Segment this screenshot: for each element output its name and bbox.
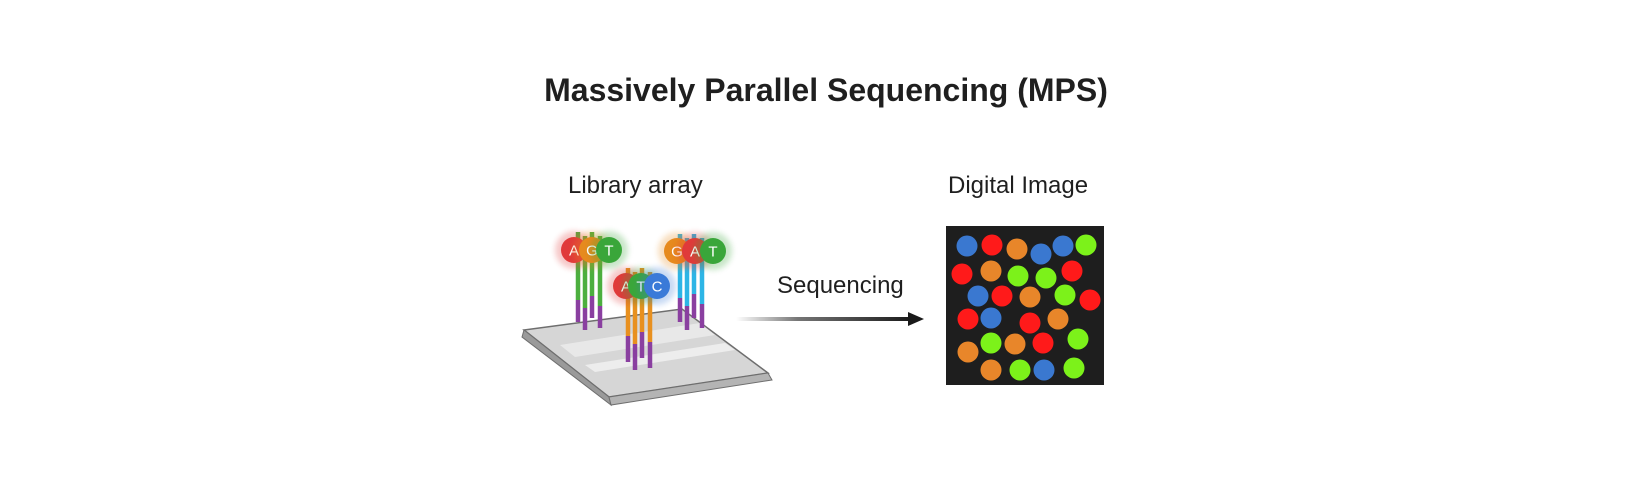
nucleotide-c: C: [638, 267, 676, 305]
nucleotide-letter: C: [652, 279, 663, 296]
signal-dot-red: [1079, 289, 1101, 311]
sequencing-label: Sequencing: [777, 272, 904, 299]
signal-dot-red: [1032, 332, 1054, 354]
signal-dot-blue: [967, 285, 989, 307]
signal-dot-red: [1019, 312, 1041, 334]
library-array-label: Library array: [568, 172, 703, 199]
signal-dot-orange: [980, 260, 1002, 282]
signal-dot-red: [951, 263, 973, 285]
signal-dot-orange: [1006, 238, 1028, 260]
signal-dot-green: [980, 332, 1002, 354]
nucleotide-letter: T: [708, 244, 717, 261]
signal-dot-red: [957, 308, 979, 330]
signal-dot-blue: [956, 235, 978, 257]
digital-image-dots: [951, 234, 1101, 381]
signal-dot-red: [991, 285, 1013, 307]
flow-cell-slide: [521, 308, 773, 407]
signal-dot-orange: [957, 341, 979, 363]
signal-dot-green: [1075, 234, 1097, 256]
diagram-title: Massively Parallel Sequencing (MPS): [544, 72, 1108, 108]
signal-dot-green: [1007, 265, 1029, 287]
sequencing-arrow: [736, 312, 924, 326]
signal-dot-orange: [1019, 286, 1041, 308]
signal-dot-orange: [1004, 333, 1026, 355]
nucleotide-letter: T: [604, 243, 613, 260]
nucleotide-t: T: [590, 231, 628, 269]
signal-dot-green: [1009, 359, 1031, 381]
signal-dot-blue: [980, 307, 1002, 329]
signal-dot-blue: [1030, 243, 1052, 265]
signal-dot-green: [1035, 267, 1057, 289]
signal-dot-orange: [1047, 308, 1069, 330]
signal-dot-green: [1063, 357, 1085, 379]
signal-dot-green: [1054, 284, 1076, 306]
signal-dot-green: [1067, 328, 1089, 350]
signal-dot-orange: [980, 359, 1002, 381]
signal-dot-red: [981, 234, 1003, 256]
signal-dot-blue: [1033, 359, 1055, 381]
digital-image-label: Digital Image: [948, 172, 1089, 199]
nucleotide-t: T: [694, 232, 732, 270]
signal-dot-red: [1061, 260, 1083, 282]
signal-dot-blue: [1052, 235, 1074, 257]
